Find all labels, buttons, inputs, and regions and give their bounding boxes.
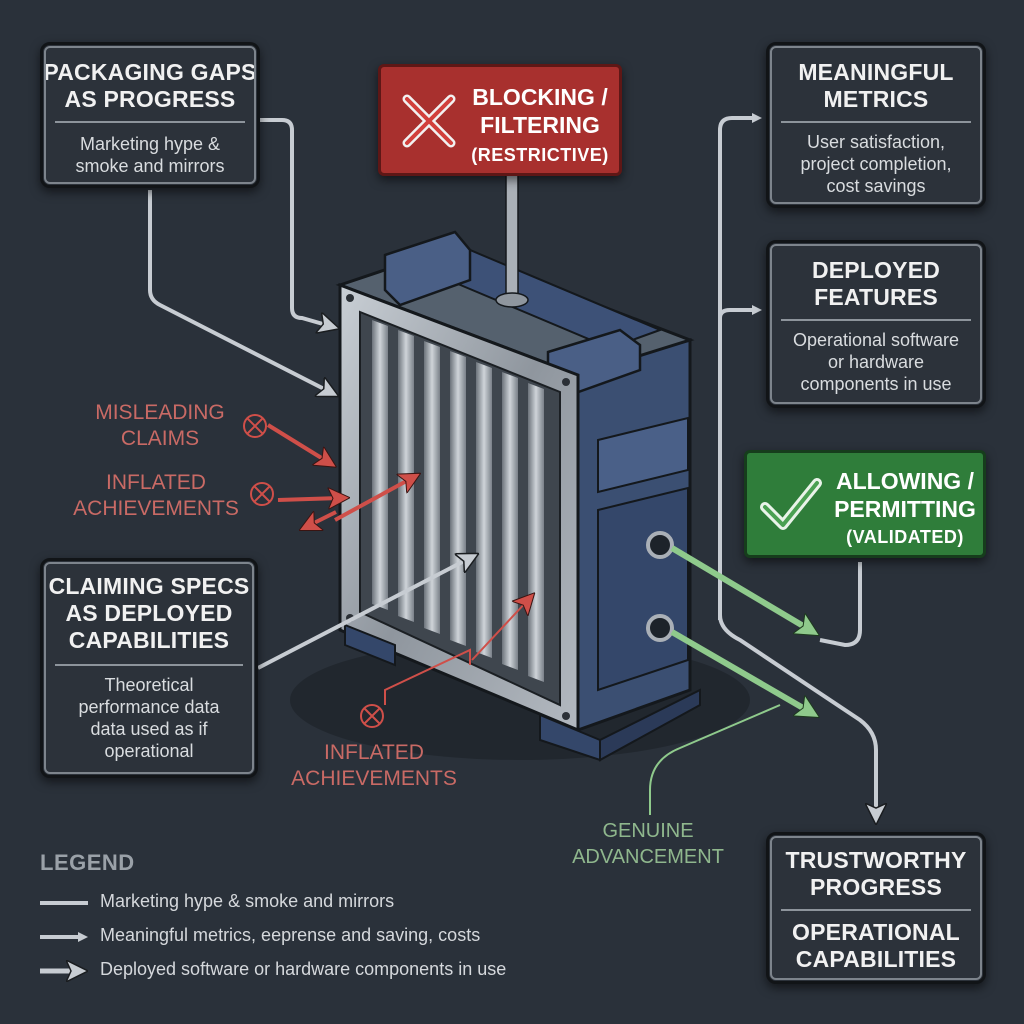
legend-title: LEGEND	[40, 850, 135, 875]
packaging-gaps-box: PACKAGING GAPS AS PROGRESS Marketing hyp…	[40, 42, 260, 188]
meaningful-metrics-title: MEANINGFUL METRICS	[798, 59, 954, 112]
meaningful-metrics-box: MEANINGFUL METRICS User satisfaction, pr…	[766, 42, 986, 208]
filter-device	[335, 174, 701, 762]
allowing-sign-text: ALLOWING / PERMITTING	[834, 468, 976, 522]
legend-icons	[40, 901, 88, 971]
operational-capabilities-subtitle: OPERATIONAL CAPABILITIES	[792, 919, 960, 972]
packaging-gaps-title: PACKAGING GAPS AS PROGRESS	[43, 59, 257, 112]
gray-input-arrows	[148, 118, 470, 670]
trustworthy-progress-box: TRUSTWORTHY PROGRESS OPERATIONAL CAPABIL…	[766, 832, 986, 984]
deployed-features-desc: Operational software or hardware compone…	[792, 330, 960, 394]
deployed-features-box: DEPLOYED FEATURES Operational software o…	[766, 240, 986, 408]
divider	[781, 909, 971, 911]
genuine-pointer	[649, 704, 781, 815]
check-icon	[760, 478, 822, 530]
inflated-achievements-label-2: INFLATED ACHIEVEMENTS	[291, 741, 457, 790]
genuine-advancement-label: GENUINE ADVANCEMENT	[572, 820, 724, 868]
x-icon	[402, 94, 456, 148]
legend-item: Meaningful metrics, eeprense and saving,…	[100, 925, 481, 945]
divider	[781, 319, 971, 321]
allowing-sign: ALLOWING / PERMITTING (VALIDATED)	[744, 450, 986, 558]
claiming-specs-box: CLAIMING SPECS AS DEPLOYED CAPABILITIES …	[40, 558, 258, 778]
divider	[55, 664, 243, 666]
gray-output-arrows	[718, 113, 876, 815]
legend-item: Deployed software or hardware components…	[100, 959, 507, 979]
divider	[55, 121, 245, 123]
green-arrows	[670, 545, 810, 712]
packaging-gaps-desc: Marketing hype & smoke and mirrors	[75, 134, 225, 176]
blocking-sign-text: BLOCKING / FILTERING	[472, 84, 608, 138]
blocking-sign: BLOCKING / FILTERING (RESTRICTIVE)	[378, 64, 622, 176]
red-arrows	[266, 423, 528, 705]
claiming-specs-title: CLAIMING SPECS AS DEPLOYED CAPABILITIES	[48, 573, 250, 653]
allowing-sign-sub: (VALIDATED)	[846, 527, 964, 547]
blocking-sign-sub: (RESTRICTIVE)	[471, 145, 609, 165]
inflated-achievements-label-1: INFLATED ACHIEVEMENTS	[73, 471, 239, 520]
divider	[781, 121, 971, 123]
red-x-circle-icons	[243, 414, 384, 728]
meaningful-metrics-desc: User satisfaction, project completion, c…	[800, 132, 952, 196]
misleading-claims-label: MISLEADING CLAIMS	[95, 401, 225, 450]
trustworthy-progress-title: TRUSTWORTHY PROGRESS	[785, 847, 967, 900]
deployed-features-title: DEPLOYED FEATURES	[811, 257, 941, 310]
legend-item: Marketing hype & smoke and mirrors	[100, 891, 395, 911]
claiming-specs-desc: Theoretical performance data data used a…	[78, 675, 220, 761]
